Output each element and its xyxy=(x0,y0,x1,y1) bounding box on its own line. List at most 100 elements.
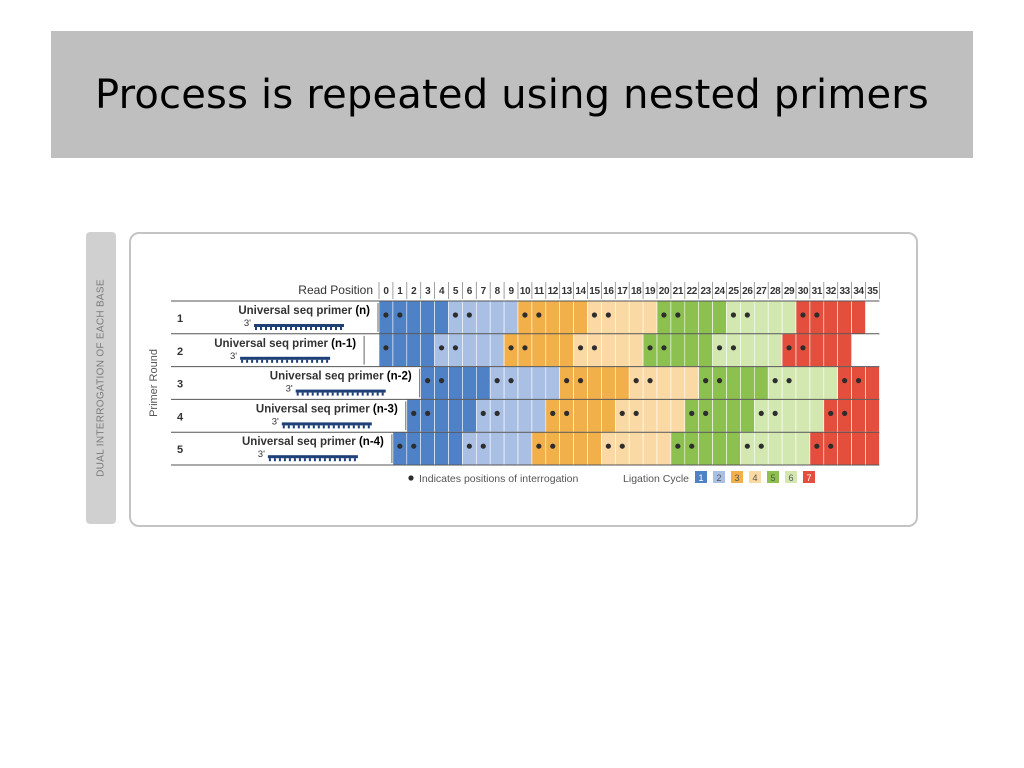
cycle-cell xyxy=(448,366,463,400)
interrogation-dot xyxy=(397,312,403,318)
strand-tick xyxy=(307,425,310,429)
strand-tick xyxy=(317,425,320,429)
strand-tick xyxy=(278,458,281,462)
strand-tick xyxy=(327,425,330,429)
cycle-cell xyxy=(545,333,560,367)
position-tick-label: 8 xyxy=(495,286,501,297)
position-tick-label: 34 xyxy=(853,286,864,297)
strand-tick xyxy=(296,359,299,363)
interrogation-dot xyxy=(661,345,667,351)
cycle-cell xyxy=(684,366,699,400)
position-tick-label: 19 xyxy=(645,286,656,297)
interrogation-dot xyxy=(564,410,570,416)
cycle-cell xyxy=(740,399,755,433)
cycle-cell xyxy=(614,333,630,367)
strand-tick xyxy=(352,425,355,429)
cycle-cell xyxy=(781,431,797,466)
strand-tick xyxy=(251,359,254,363)
primer-strand xyxy=(281,422,372,426)
strand-tick xyxy=(306,359,309,363)
cycle-cell xyxy=(851,300,866,335)
interrogation-dot xyxy=(800,345,806,351)
interrogation-dot xyxy=(814,312,820,318)
position-tick-label: 9 xyxy=(508,286,514,297)
legend-cycle-number: 2 xyxy=(716,473,721,483)
cycle-cell xyxy=(545,366,560,400)
cycle-cell xyxy=(753,300,769,335)
position-tick-label: 20 xyxy=(659,286,670,297)
strand-tick xyxy=(246,359,249,363)
cycle-cell xyxy=(726,399,741,433)
interrogation-dot xyxy=(605,312,611,318)
strand-tick xyxy=(357,425,360,429)
strand-tick xyxy=(337,425,340,429)
title-bar: Process is repeated using nested primers xyxy=(51,31,973,158)
cycle-cell xyxy=(823,366,838,400)
interrogation-dot xyxy=(425,410,431,416)
strand-tick xyxy=(280,327,282,330)
primer-strand xyxy=(240,356,331,360)
interrogation-dot xyxy=(591,312,598,318)
position-tick-label: 1 xyxy=(397,286,403,297)
strand-tick xyxy=(276,359,279,363)
strand-tick xyxy=(287,425,290,429)
strand-tick xyxy=(348,458,351,462)
strand-tick xyxy=(282,425,285,429)
legend-cycle-number: 5 xyxy=(770,473,775,483)
strand-tick xyxy=(311,392,314,396)
strand-tick xyxy=(325,327,327,330)
cycle-cell xyxy=(531,333,547,367)
interrogation-dot xyxy=(842,378,848,384)
cycle-cell xyxy=(489,431,505,466)
strand-tick xyxy=(328,458,331,462)
strand-tick xyxy=(342,425,345,429)
cycle-cell xyxy=(712,300,727,335)
cycle-cell xyxy=(851,399,866,433)
interrogation-dot xyxy=(480,410,486,416)
position-tick-label: 13 xyxy=(561,286,572,297)
legend-cycle-number: 1 xyxy=(698,473,703,483)
cycle-cell xyxy=(726,366,741,400)
interrogation-dot xyxy=(383,345,389,351)
legend-swatch xyxy=(803,471,815,483)
interrogation-dot xyxy=(703,410,709,416)
position-tick-label: 26 xyxy=(742,286,753,297)
slide-title: Process is repeated using nested primers xyxy=(95,71,929,118)
strand-tick xyxy=(291,359,294,363)
legend-cycle-number: 7 xyxy=(806,473,811,483)
position-tick-label: 17 xyxy=(617,286,628,297)
cycle-cell xyxy=(475,366,491,400)
interrogation-dot xyxy=(411,410,417,416)
position-tick-label: 0 xyxy=(383,286,389,297)
three-prime-label: 3' xyxy=(258,449,265,460)
cycle-cell xyxy=(823,333,838,367)
strand-tick xyxy=(356,392,359,396)
interrogation-dot xyxy=(508,378,514,384)
legend-dot xyxy=(408,475,414,481)
position-tick-label: 16 xyxy=(603,286,614,297)
primer-label: Universal seq primer (n-4) xyxy=(242,436,384,448)
strand-tick xyxy=(333,458,336,462)
cycle-cell xyxy=(837,431,852,466)
cycle-cell xyxy=(726,431,741,466)
strand-tick xyxy=(311,359,314,363)
strand-tick xyxy=(281,359,284,363)
cycle-cell xyxy=(656,366,672,400)
strand-tick xyxy=(303,458,306,462)
cycle-cell xyxy=(628,431,644,466)
cycle-cell xyxy=(420,333,435,367)
cycle-cell xyxy=(587,399,602,433)
strand-tick xyxy=(367,425,370,429)
cycle-cell xyxy=(503,300,519,335)
cycle-cell xyxy=(559,300,574,335)
cycle-cell xyxy=(698,333,713,367)
interrogation-dot xyxy=(786,345,792,351)
cycle-cell xyxy=(865,366,880,400)
cycle-cell xyxy=(851,431,866,466)
interrogation-dot xyxy=(619,443,625,449)
cycle-cell xyxy=(462,333,477,367)
cycle-cell xyxy=(587,366,602,400)
strand-tick xyxy=(288,458,291,462)
interrogation-dot xyxy=(411,443,417,449)
position-tick-label: 33 xyxy=(839,286,850,297)
